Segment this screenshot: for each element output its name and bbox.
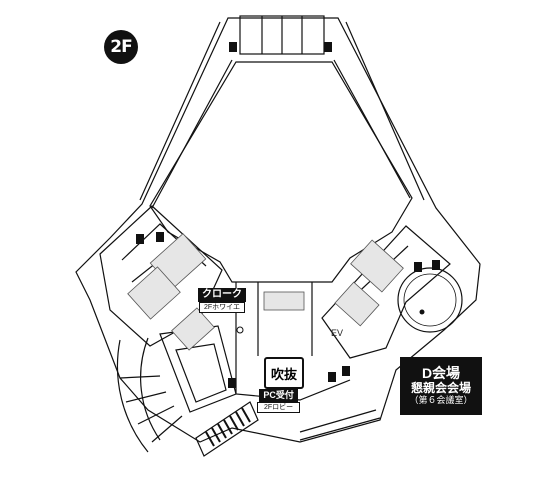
cloak-title: クローク — [198, 288, 246, 302]
floor-badge: 2F — [104, 30, 138, 64]
cloak-label: クローク 2Fホワイエ — [198, 288, 246, 313]
d-hall-title: D会場 — [421, 364, 461, 381]
floor-label: 2F — [110, 37, 132, 57]
foyer-subtitle: 2Fホワイエ — [198, 302, 246, 313]
atrium-label: 吹抜 — [264, 357, 304, 389]
elevator-label: EV — [331, 328, 344, 338]
d-hall-label: D会場 懇親会会場 （第６会議室） — [400, 357, 482, 415]
lobby-subtitle: 2Fロビー — [257, 402, 301, 413]
meeting-room-note: （第６会議室） — [409, 395, 473, 406]
reception-hall-name: 懇親会会場 — [410, 381, 471, 395]
pc-reception-title: PC受付 — [259, 389, 298, 402]
pc-reception-label: PC受付 2Fロビー — [257, 389, 301, 413]
